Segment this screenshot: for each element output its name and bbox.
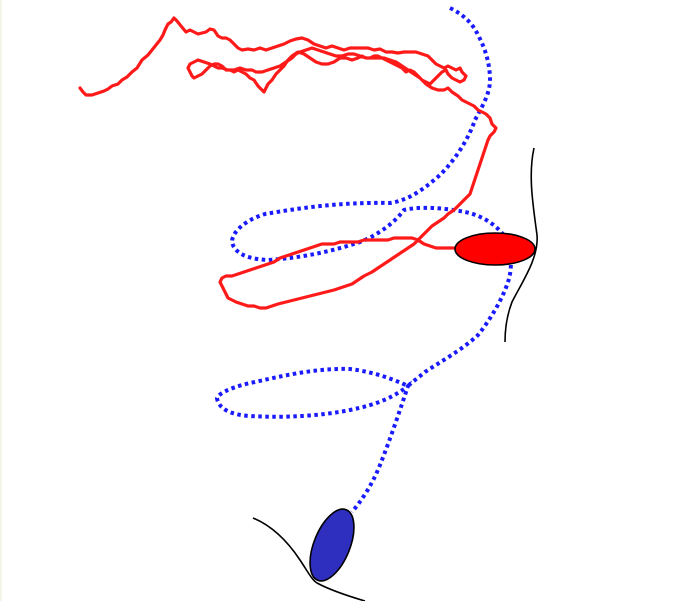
right-boundary-curve [504, 147, 538, 343]
red-ellipse-marker [454, 232, 536, 266]
red-trajectory [78, 16, 498, 310]
left-edge-border [0, 0, 2, 601]
bottom-boundary-curve [252, 517, 366, 601]
blue-ellipse-marker [309, 508, 355, 582]
